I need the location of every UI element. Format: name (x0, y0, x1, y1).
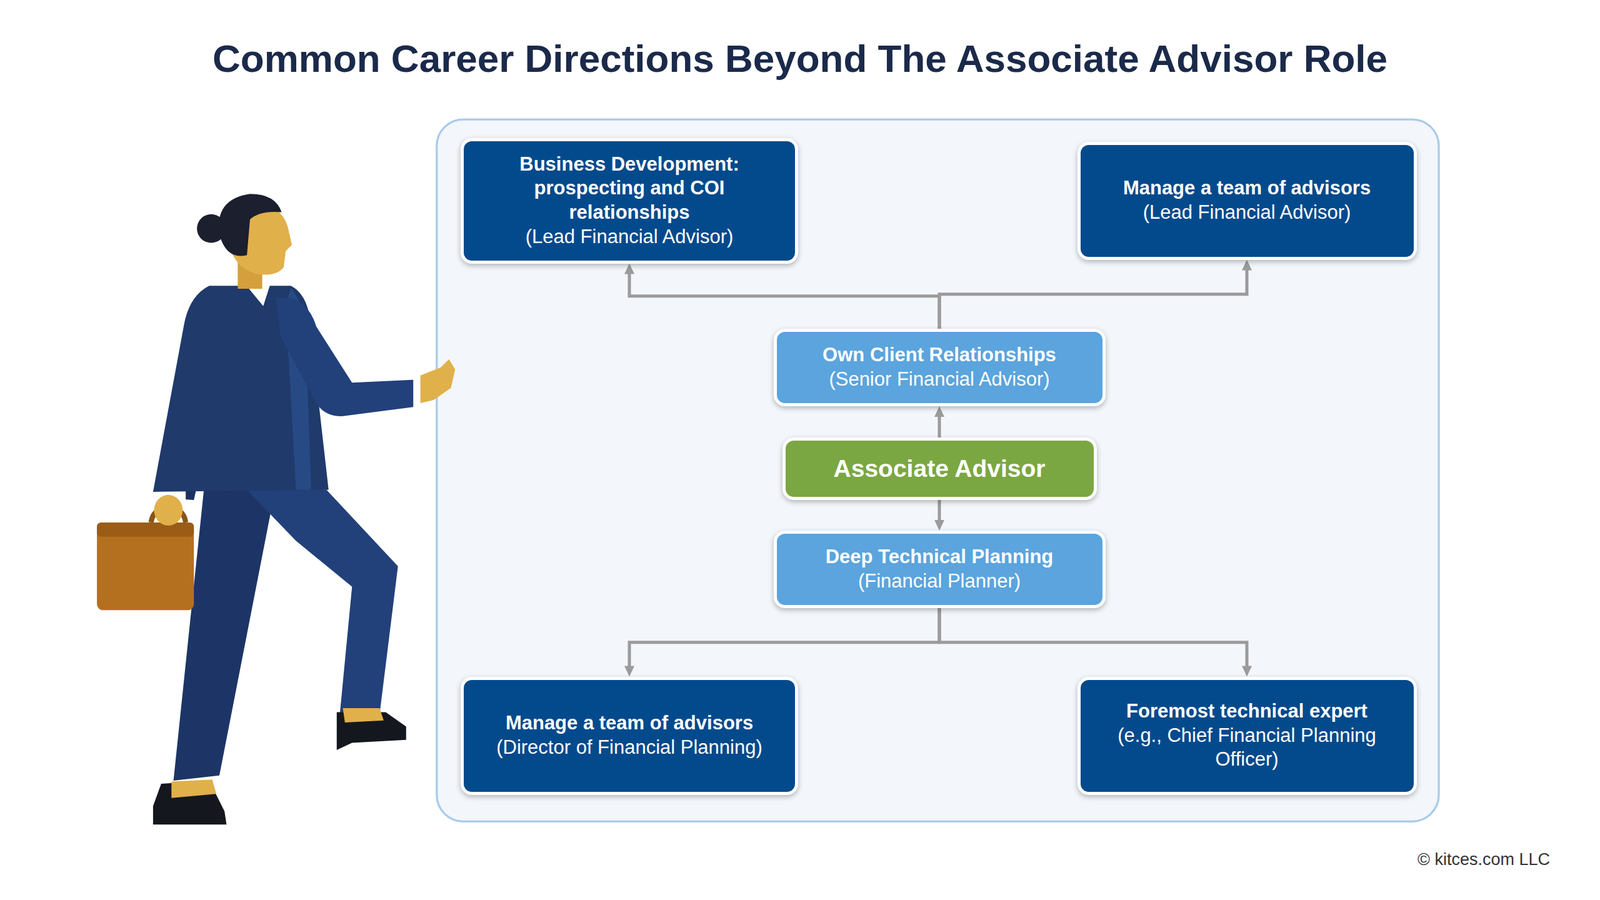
role-box: Deep Technical Planning(Financial Planne… (773, 530, 1106, 609)
current-role-box: Associate Advisor (782, 437, 1097, 500)
panel (436, 119, 1439, 822)
connector (934, 406, 945, 438)
arrowhead (934, 520, 945, 531)
role-box: Foremost technical expert(e.g., Chief Fi… (1077, 676, 1417, 795)
role-heading: Manage a team of advisors (1123, 176, 1371, 201)
role-title: (Lead Financial Advisor) (1143, 200, 1352, 225)
arrowhead (934, 406, 945, 417)
arrowhead (1241, 666, 1252, 677)
connector-line (938, 500, 942, 524)
connector (939, 260, 1252, 330)
role-title: (Senior Financial Advisor) (828, 367, 1050, 392)
diagram-title: Common Career Directions Beyond The Asso… (0, 36, 1600, 81)
connector (624, 263, 940, 330)
connector (624, 608, 940, 677)
connector-line (629, 608, 940, 670)
connector (934, 500, 945, 531)
role-title: (Financial Planner) (858, 569, 1021, 594)
role-box: Business Development: prospecting and CO… (460, 138, 799, 264)
connector-line (938, 413, 942, 438)
role-heading: Associate Advisor (833, 453, 1046, 485)
role-box: Manage a team of advisors(Lead Financial… (1077, 141, 1417, 260)
role-heading: Foremost technical expert (1126, 699, 1368, 724)
role-box: Manage a team of advisors(Director of Fi… (460, 676, 799, 795)
role-heading: Business Development: prospecting and CO… (480, 152, 779, 225)
role-title: (Director of Financial Planning) (496, 735, 763, 760)
role-title: (Lead Financial Advisor) (525, 225, 734, 250)
role-heading: Manage a team of advisors (505, 711, 754, 736)
connector-line (939, 608, 1247, 670)
copyright-note: © kitces.com LLC (1417, 850, 1550, 870)
arrowhead (624, 263, 635, 275)
role-heading: Own Client Relationships (822, 343, 1057, 368)
role-box: Own Client Relationships(Senior Financia… (773, 328, 1106, 407)
woman-figure (96, 193, 455, 825)
role-title: (e.g., Chief Financial Planning Officer) (1096, 723, 1398, 773)
connector (939, 608, 1252, 677)
arrowhead (624, 666, 635, 677)
connector-line (629, 271, 940, 330)
role-heading: Deep Technical Planning (825, 545, 1054, 570)
connector-line (939, 267, 1247, 330)
arrowhead (1241, 260, 1252, 271)
